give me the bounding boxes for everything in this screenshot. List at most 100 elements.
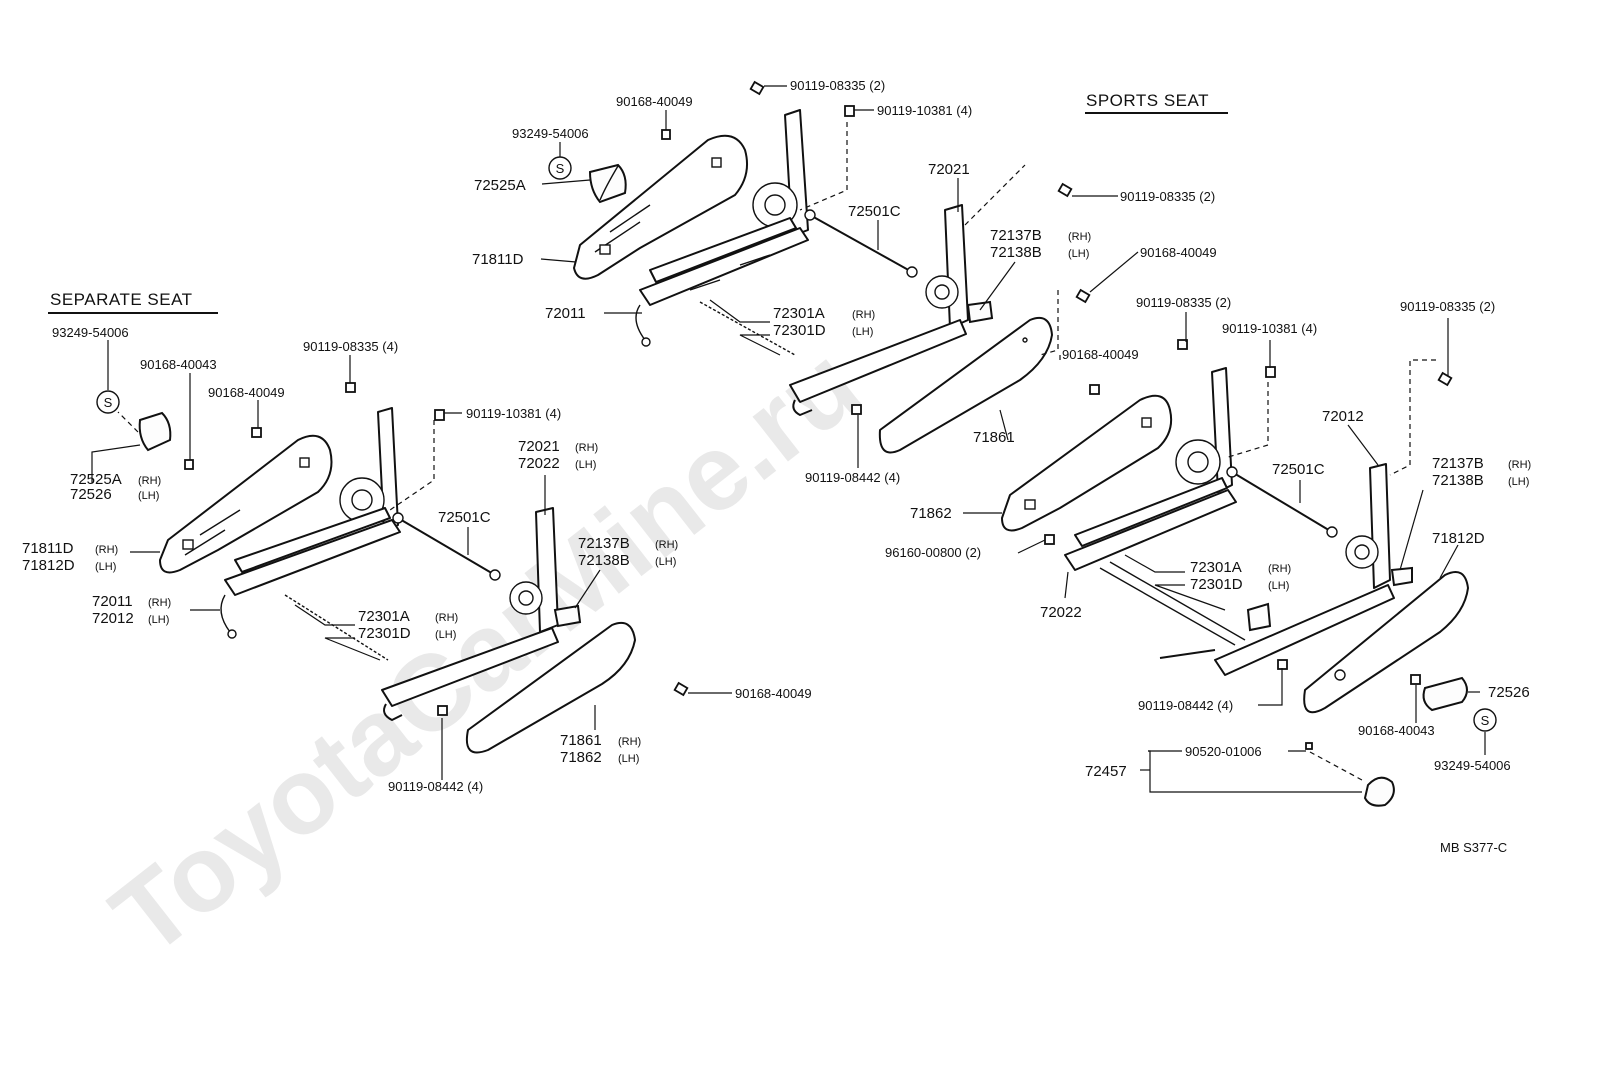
label: 72022 (1040, 604, 1082, 621)
svg-text:(RH): (RH) (1268, 563, 1291, 575)
label: 90119-10381 (4) (466, 406, 561, 421)
s-symbol-right (1473, 708, 1497, 732)
left-seat-assembly: S (96, 390, 636, 754)
label: 72021 (518, 438, 560, 455)
label: 93249-54006 (512, 126, 589, 141)
label: 72138B (1432, 472, 1484, 489)
svg-text:(LH): (LH) (1068, 248, 1089, 260)
svg-text:(LH): (LH) (1508, 476, 1529, 488)
label: 90168-40049 (1062, 347, 1139, 362)
label: 90119-08335 (2) (1136, 295, 1231, 310)
label: 90119-08335 (2) (1400, 299, 1495, 314)
sports-seat-header: SPORTS SEAT (1086, 91, 1209, 110)
label: 72011 (92, 593, 133, 610)
recliner-72021 (944, 204, 969, 329)
label: 96160-00800 (2) (885, 545, 981, 560)
label: 90168-40049 (1140, 245, 1217, 260)
label: 72012 (92, 610, 134, 627)
diagram-code: MB S377-C (1440, 840, 1507, 855)
cushion-side-cover-71862 (1001, 394, 1173, 532)
label: 90119-08335 (4) (303, 339, 398, 354)
svg-text:(RH): (RH) (148, 597, 171, 609)
top-seat-assembly: S (548, 109, 1053, 454)
leader-lines (91, 85, 1486, 793)
label: 90119-08335 (2) (790, 78, 885, 93)
s-glyph: S (556, 161, 565, 176)
svg-text:(RH): (RH) (575, 442, 598, 454)
label: 72501C (1272, 461, 1325, 478)
part-labels: 90119-08335 (2) 90119-10381 (4) 90168-40… (22, 78, 1531, 855)
cushion-side-cover-71811d (573, 134, 748, 280)
svg-text:(LH): (LH) (575, 459, 596, 471)
label: 72137B (1432, 455, 1484, 472)
label: 90168-40043 (140, 357, 217, 372)
lower-rail-top (789, 319, 967, 403)
label: 72301D (1190, 576, 1243, 593)
label: 72011 (545, 305, 586, 322)
label: 93249-54006 (1434, 758, 1511, 773)
label: 72457 (1085, 763, 1127, 780)
label: 90119-08442 (4) (1138, 698, 1233, 713)
s-symbol-left (96, 390, 120, 414)
svg-text:(RH): (RH) (1068, 231, 1091, 243)
knob-72525a-left (138, 411, 172, 452)
seat-track-72011 (639, 227, 809, 306)
knob-72526 (1422, 676, 1468, 712)
label: 72525A (474, 177, 526, 194)
label: 90168-40049 (208, 385, 285, 400)
label: 72138B (578, 552, 630, 569)
handle-knob-72457 (1363, 776, 1395, 807)
svg-text:(LH): (LH) (435, 629, 456, 641)
svg-text:(RH): (RH) (852, 309, 875, 321)
label: 72525A (70, 471, 122, 488)
label: 90168-40049 (735, 686, 812, 701)
right-seat-assembly: S (1001, 367, 1497, 807)
svg-text:(RH): (RH) (655, 539, 678, 551)
svg-text:(LH): (LH) (852, 326, 873, 338)
svg-text:S: S (1481, 713, 1490, 728)
label: 72301A (358, 608, 410, 625)
svg-text:(LH): (LH) (138, 490, 159, 502)
label: 72526 (70, 486, 112, 503)
label: 72301D (358, 625, 411, 642)
label: 93249-54006 (52, 325, 129, 340)
label: 71861 (973, 429, 1015, 446)
svg-text:(RH): (RH) (1508, 459, 1531, 471)
cushion-side-cover-71811d-left (159, 434, 333, 574)
label: 90119-10381 (4) (877, 103, 972, 118)
label: 71862 (560, 749, 602, 766)
label: 71862 (910, 505, 952, 522)
label: 72012 (1322, 408, 1364, 425)
label: 90119-08442 (4) (388, 779, 483, 794)
label: 71812D (1432, 530, 1485, 547)
svg-text:(RH): (RH) (95, 544, 118, 556)
label: 71811D (22, 540, 74, 557)
svg-text:S: S (104, 395, 113, 410)
svg-text:(RH): (RH) (435, 612, 458, 624)
cross-rod-top (809, 214, 913, 273)
bolts (184, 80, 1453, 750)
label: 72501C (848, 203, 901, 220)
label: 71861 (560, 732, 602, 749)
svg-text:(LH): (LH) (1268, 580, 1289, 592)
svg-text:(RH): (RH) (138, 475, 161, 487)
label: 72137B (578, 535, 630, 552)
svg-text:(LH): (LH) (655, 556, 676, 568)
side-shield-71861-left (466, 621, 636, 754)
label: 90168-40049 (616, 94, 693, 109)
label: 71812D (22, 557, 75, 574)
label: 90168-40043 (1358, 723, 1435, 738)
label: 72301A (1190, 559, 1242, 576)
label: 72021 (928, 161, 970, 178)
svg-text:(LH): (LH) (95, 561, 116, 573)
dashed-guides (117, 122, 1436, 781)
headers: SPORTS SEAT SEPARATE SEAT (50, 91, 1209, 309)
label: 71811D (472, 251, 524, 268)
label: 72501C (438, 509, 491, 526)
label: 72138B (990, 244, 1042, 261)
separate-seat-header: SEPARATE SEAT (50, 290, 193, 309)
label: 90520-01006 (1185, 744, 1262, 759)
label: 72301D (773, 322, 826, 339)
